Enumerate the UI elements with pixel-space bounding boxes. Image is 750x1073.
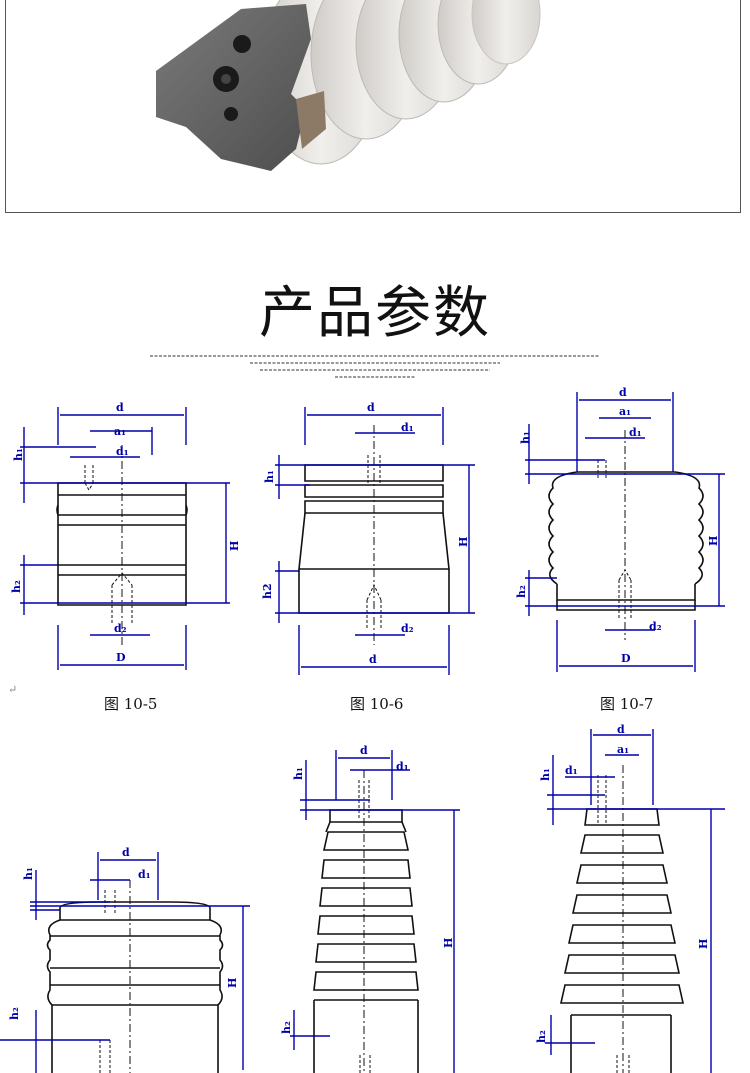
figure-bottom-middle: d d₁ h₁ h₂ H bbox=[270, 740, 470, 1073]
figure-caption-10-5: 图 10-5 bbox=[104, 695, 158, 713]
dim-label-a1: a₁ bbox=[619, 405, 631, 418]
dim-label-d1: d₁ bbox=[396, 760, 409, 773]
dim-label-d1: d₁ bbox=[116, 445, 129, 458]
dim-label-h1: h₁ bbox=[292, 767, 305, 780]
dim-label-D: D bbox=[116, 651, 126, 664]
figure-10-5: d a₁ d₁ h₁ h₂ H d₂ D bbox=[0, 385, 250, 685]
metal-cap bbox=[156, 4, 326, 171]
dim-label-d: d bbox=[122, 846, 130, 859]
dim-label-h1: h₁ bbox=[263, 470, 276, 483]
dim-label-d: d bbox=[617, 723, 625, 736]
figure-10-7: d a₁ d₁ h₁ h₂ H d₂ D bbox=[505, 380, 750, 685]
figure-caption-10-7: 图 10-7 bbox=[600, 695, 654, 713]
product-photo bbox=[5, 0, 741, 213]
dim-label-h2: h₂ bbox=[10, 580, 23, 593]
dim-label-d1: d₁ bbox=[629, 426, 642, 439]
figure-10-6: d d₁ h₁ h2 H d₂ d bbox=[255, 385, 500, 685]
dim-label-H: H bbox=[707, 536, 720, 546]
dim-label-d2: d₂ bbox=[649, 620, 662, 633]
dim-label-h2: h₂ bbox=[515, 585, 528, 598]
dim-label-d: d bbox=[367, 401, 375, 414]
dim-label-H: H bbox=[457, 537, 470, 547]
insulator-outline bbox=[313, 809, 419, 1073]
dim-label-H: H bbox=[228, 541, 241, 551]
dim-label-d: d bbox=[619, 386, 627, 399]
dimension-lines bbox=[0, 852, 250, 1073]
dim-label-h1: h₁ bbox=[539, 768, 552, 781]
dim-label-d-bottom: d bbox=[369, 653, 377, 666]
dim-label-h1: h₁ bbox=[12, 448, 25, 461]
dimension-lines bbox=[20, 407, 230, 670]
dimension-lines bbox=[545, 729, 725, 1073]
insulator-outline bbox=[548, 471, 704, 611]
dim-label-a1: a₁ bbox=[617, 743, 629, 756]
section-title: 产品参数 bbox=[259, 281, 491, 346]
return-mark: ↵ bbox=[8, 683, 18, 696]
dim-label-h2: h₂ bbox=[8, 1007, 21, 1020]
insulator-outline bbox=[46, 901, 224, 1073]
dim-label-h2: h₂ bbox=[535, 1030, 548, 1043]
dim-label-d1: d₁ bbox=[138, 868, 151, 881]
dim-label-d1: d₁ bbox=[565, 764, 578, 777]
dimension-lines bbox=[275, 407, 475, 675]
dim-label-H: H bbox=[442, 938, 455, 948]
dim-label-H: H bbox=[697, 939, 710, 949]
dim-label-d2: d₂ bbox=[114, 622, 127, 635]
figure-bottom-right: d a₁ d₁ h₁ h₂ H bbox=[525, 723, 750, 1073]
dim-label-H: H bbox=[226, 978, 239, 988]
dim-label-d2: d₂ bbox=[401, 622, 414, 635]
insulator-outline bbox=[560, 808, 684, 1073]
dim-label-h1: h₁ bbox=[22, 867, 35, 880]
dim-label-D: D bbox=[621, 652, 631, 665]
figure-caption-10-6: 图 10-6 bbox=[350, 695, 404, 713]
insulator-photo-illustration bbox=[156, 0, 541, 171]
dimension-lines bbox=[290, 750, 460, 1073]
dim-label-d1: d₁ bbox=[401, 421, 414, 434]
figure-bottom-left: d d₁ h₁ h₂ H bbox=[0, 840, 260, 1073]
dim-label-d: d bbox=[360, 744, 368, 757]
fine-print-texture bbox=[150, 352, 600, 382]
dim-label-a1: a₁ bbox=[114, 425, 126, 438]
dim-label-h2: h2 bbox=[261, 583, 274, 599]
dim-label-d: d bbox=[116, 401, 124, 414]
dimension-lines bbox=[525, 392, 725, 672]
dim-label-h2: h₂ bbox=[280, 1021, 293, 1034]
dim-label-h1: h₁ bbox=[519, 431, 532, 444]
